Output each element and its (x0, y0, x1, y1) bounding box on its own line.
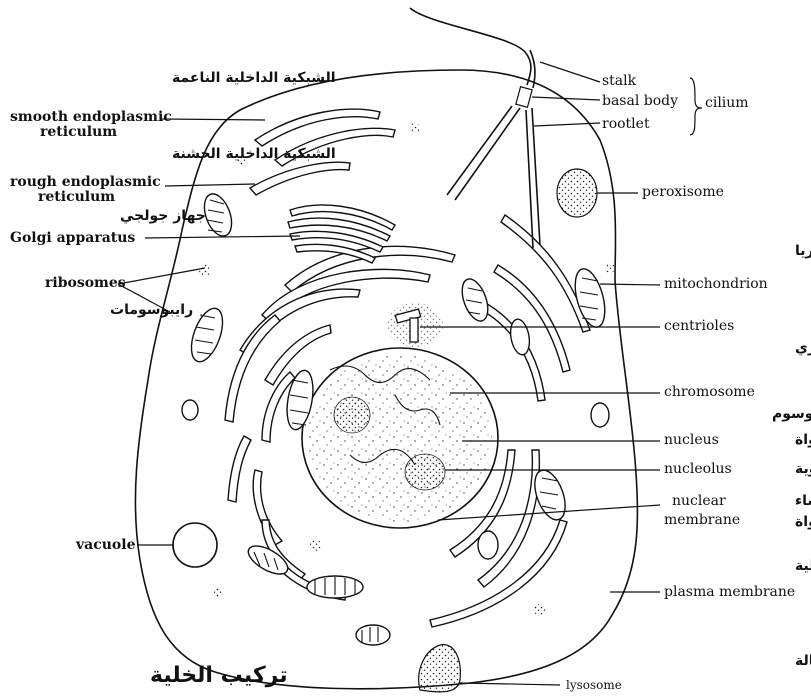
vacuole (173, 523, 217, 567)
label-centrioles-ar: الجسيم المركزي (795, 340, 811, 357)
label-nucleolus-ar: النوية (795, 461, 811, 477)
label-nuclear: nuclear (672, 493, 726, 509)
label-lysosome: lysosome (566, 678, 622, 692)
label-rough-er-2: reticulum (38, 189, 115, 205)
label-chromosome: chromosome (664, 384, 755, 400)
label-ribosomes-ar: رايبوسومات (110, 302, 193, 318)
label-smooth-er-1: smooth endoplasmic (10, 109, 172, 125)
label-stalk: stalk (602, 73, 637, 89)
cilium (410, 8, 540, 248)
nucleolus-a (334, 397, 370, 433)
label-smooth-er-2: reticulum (40, 124, 117, 140)
label-rootlet: rootlet (602, 116, 650, 132)
label-basal-body: basal body (602, 93, 678, 109)
label-mitochondrion: mitochondrion (664, 276, 768, 292)
label-chromosome-ar: كروموسوم (772, 406, 811, 422)
label-nuclear-membrane-ar-2: النواة (795, 514, 811, 530)
label-plasma-membrane: plasma membrane (664, 584, 795, 600)
centrioles (387, 303, 443, 347)
label-smooth-er-ar: الشبكية الداخلية الناعمة (172, 70, 336, 86)
label-ribosomes: ribosomes (45, 275, 126, 291)
label-centrioles: centrioles (664, 318, 734, 334)
label-cilium: cilium (705, 95, 749, 111)
cilium-brace (690, 78, 702, 135)
lysosome (419, 645, 461, 692)
label-golgi: Golgi apparatus (10, 230, 135, 246)
label-nucleus-ar: النواة (795, 432, 811, 448)
label-peroxisome: peroxisome (642, 184, 724, 200)
label-cell-wall-ar: جدار الخلية (795, 558, 811, 574)
label-nucleolus: nucleolus (664, 461, 732, 477)
label-membrane: membrane (664, 512, 740, 528)
diagram-title-ar: تركيب الخلية (150, 663, 288, 688)
label-nucleus: nucleus (664, 432, 719, 448)
nucleus-interior (308, 354, 492, 522)
label-rough-er-ar: الشبكية الداخلية الخشنة (172, 146, 336, 162)
label-vacuole: vacuole (75, 537, 136, 553)
peroxisome (557, 169, 597, 217)
label-golgi-ar: جهاز جولجي (120, 208, 206, 224)
label-nuclear-membrane-ar-1: غشاء (795, 493, 811, 509)
label-lysosome-ar: الجسيمات الحالة (795, 653, 811, 669)
label-mitochondrion-ar: الميتوكوندريا (795, 243, 811, 259)
label-rough-er-1: rough endoplasmic (10, 174, 161, 190)
